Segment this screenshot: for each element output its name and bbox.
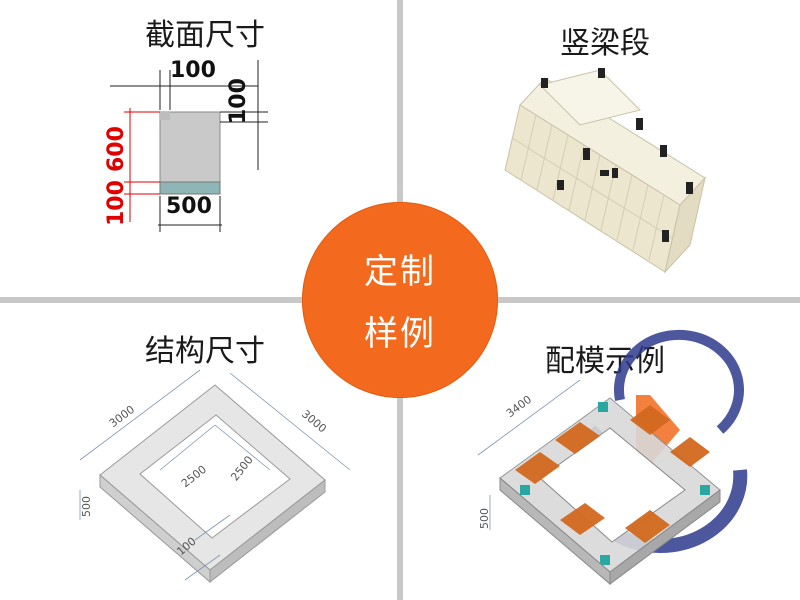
dim-top-100: 100 bbox=[170, 58, 216, 83]
dim-bottom-500: 500 bbox=[166, 194, 212, 219]
dim-height-500-example: 500 bbox=[478, 508, 491, 529]
structure-size-title: 结构尺寸 bbox=[145, 334, 265, 369]
section-size-title: 截面尺寸 bbox=[145, 18, 265, 53]
vertical-beam-title: 竖梁段 bbox=[560, 26, 650, 61]
center-badge: 定制 样例 bbox=[302, 202, 498, 398]
center-badge-line2: 样例 bbox=[364, 314, 436, 354]
center-badge-line1: 定制 bbox=[364, 252, 436, 292]
